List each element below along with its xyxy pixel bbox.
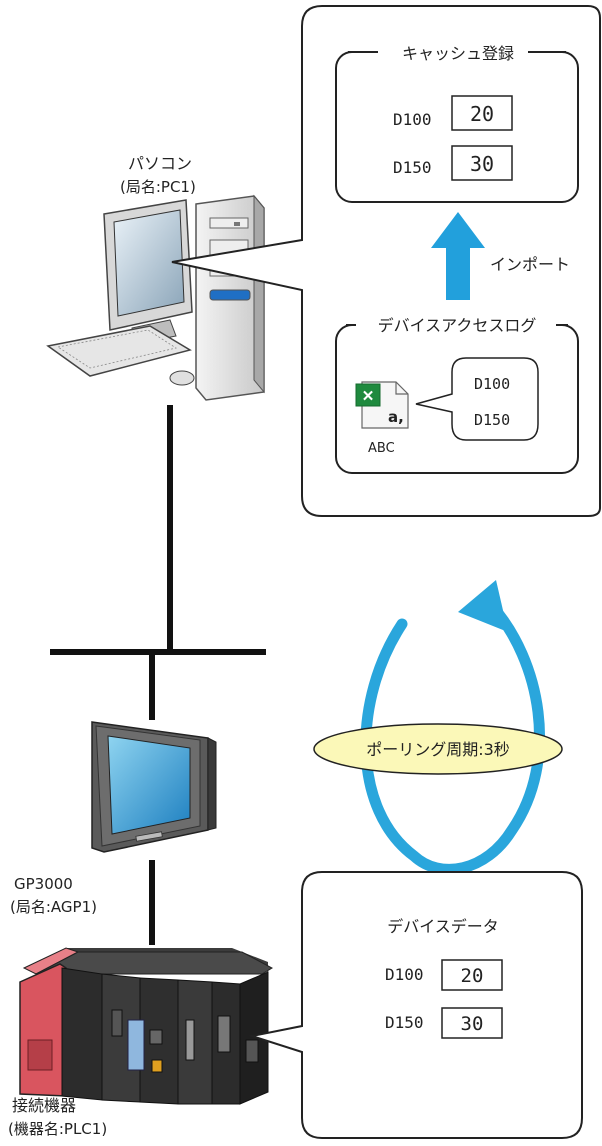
cache-value-box <box>451 95 513 131</box>
cache-row-address: D100 <box>393 110 432 129</box>
file-badge: a, <box>388 408 404 426</box>
gp-name-label: GP3000 <box>14 875 73 893</box>
device-name-label: 接続機器 <box>12 1096 76 1115</box>
pc-name-label: パソコン <box>128 154 192 173</box>
device-data-value-box <box>441 1007 503 1039</box>
plc-icon <box>19 947 274 1105</box>
cache-register-title: キャッシュ登録 <box>402 44 514 63</box>
cache-row-address: D150 <box>393 158 432 177</box>
log-callout-line: D150 <box>474 411 510 429</box>
cache-register-panel: キャッシュ登録 D100 20 D150 30 <box>335 40 579 203</box>
polling-label: ポーリング周期:3秒 <box>366 740 510 759</box>
device-data-title: デバイスデータ <box>387 917 499 936</box>
cache-row-value: 30 <box>470 152 494 176</box>
log-callout-line: D100 <box>474 375 510 393</box>
device-data-row-address: D100 <box>385 965 424 984</box>
device-access-log-title: デバイスアクセスログ <box>378 316 537 335</box>
device-data-row-value: 20 <box>461 965 484 987</box>
excel-file-icon: ✕ a, <box>355 381 409 429</box>
log-callout-bubble <box>415 357 539 441</box>
file-name-label: ABC <box>368 441 395 456</box>
import-label: インポート <box>490 255 570 274</box>
pc-station-label: (局名:PC1) <box>120 178 196 196</box>
cache-row-value: 20 <box>470 102 494 126</box>
device-data-value-box <box>441 959 503 991</box>
gp3000-icon <box>91 721 217 853</box>
network-cables <box>50 405 266 945</box>
import-arrow <box>431 212 485 300</box>
cache-value-box <box>451 145 513 181</box>
device-access-log-panel: デバイスアクセスログ ✕ a, ABC D100 D150 <box>335 312 579 474</box>
gp-station-label: (局名:AGP1) <box>10 898 97 916</box>
device-data-row-address: D150 <box>385 1013 424 1032</box>
device-station-label: (機器名:PLC1) <box>8 1120 107 1138</box>
device-data-callout <box>248 871 583 1139</box>
svg-text:✕: ✕ <box>362 388 375 405</box>
device-data-row-value: 30 <box>461 1013 484 1035</box>
polling-ellipse <box>313 723 563 775</box>
pc-icon <box>46 194 265 401</box>
